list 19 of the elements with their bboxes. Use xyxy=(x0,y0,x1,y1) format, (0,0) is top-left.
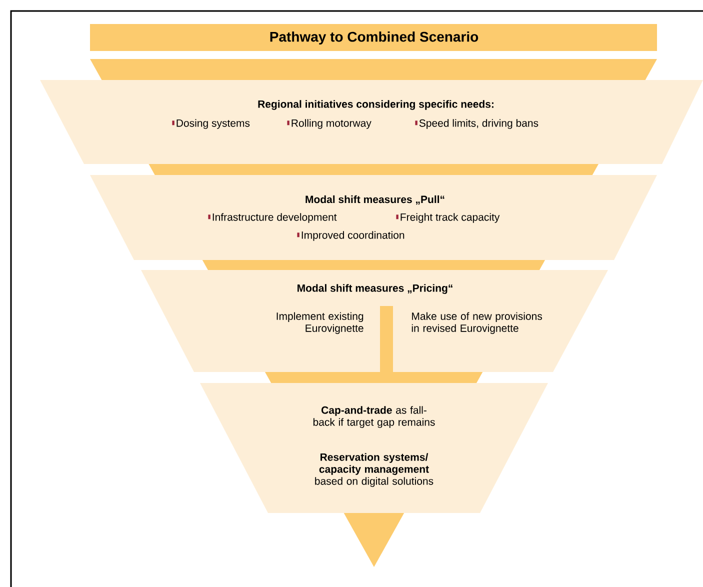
bullet-item: Improved coordination xyxy=(297,231,404,241)
trapezoid-band xyxy=(40,80,703,164)
bullet-item: Speed limits, driving bans xyxy=(415,119,538,129)
body-text: Implement existing Eurovignette xyxy=(276,312,364,334)
bullet-item: Rolling motorway xyxy=(287,119,372,129)
heading-text: Regional initiatives considering specific needs: xyxy=(258,100,494,110)
bullet-item: Freight track capacity xyxy=(396,213,500,223)
trapezoid-band xyxy=(141,270,608,372)
heading-text: Modal shift measures „Pull“ xyxy=(306,195,444,205)
trapezoid-band xyxy=(200,383,548,513)
body-text: Make use of new provisions in revised Eurovignette xyxy=(412,312,542,334)
body-text: Reservation systems/ capacity management based on digital solutions xyxy=(315,453,434,487)
body-text: Cap-and-trade as fall-back if target gap remains xyxy=(313,406,435,428)
title-text: Pathway to Combined Scenario xyxy=(270,31,478,45)
bullet-item: Dosing systems xyxy=(172,119,250,129)
title-banner xyxy=(90,24,657,51)
trapezoid-band xyxy=(90,175,657,260)
bullet-item: Infrastructure development xyxy=(208,213,337,223)
heading-text: Modal shift measures „Pricing“ xyxy=(298,284,452,294)
